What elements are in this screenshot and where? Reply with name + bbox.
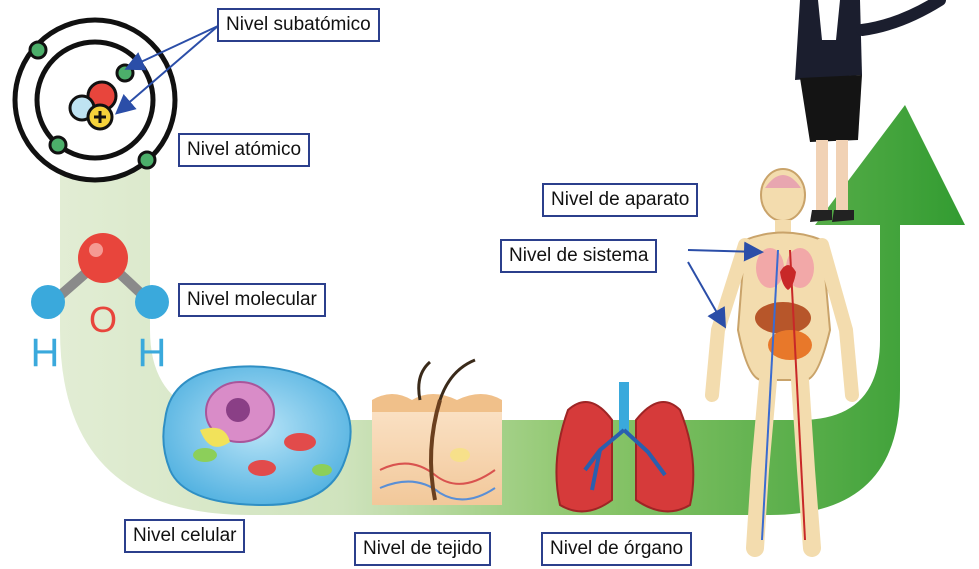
label-system-level: Nivel de sistema xyxy=(500,239,657,273)
label-cellular-level: Nivel celular xyxy=(124,519,245,553)
label-apparatus-level: Nivel de aparato xyxy=(542,183,698,217)
hydrogen-left-symbol: H xyxy=(31,331,60,375)
label-tissue-level: Nivel de tejido xyxy=(354,532,491,566)
atom-icon xyxy=(15,20,175,180)
oxygen-symbol: O xyxy=(89,299,117,340)
label-subatomic-level: Nivel subatómico xyxy=(217,8,380,42)
hydrogen-right-symbol: H xyxy=(138,331,167,375)
skin-tissue-icon xyxy=(372,360,502,505)
label-molecular-level: Nivel molecular xyxy=(178,283,326,317)
label-organ-level: Nivel de órgano xyxy=(541,532,692,566)
label-atomic-level: Nivel atómico xyxy=(178,133,310,167)
animal-cell-icon xyxy=(163,366,350,505)
